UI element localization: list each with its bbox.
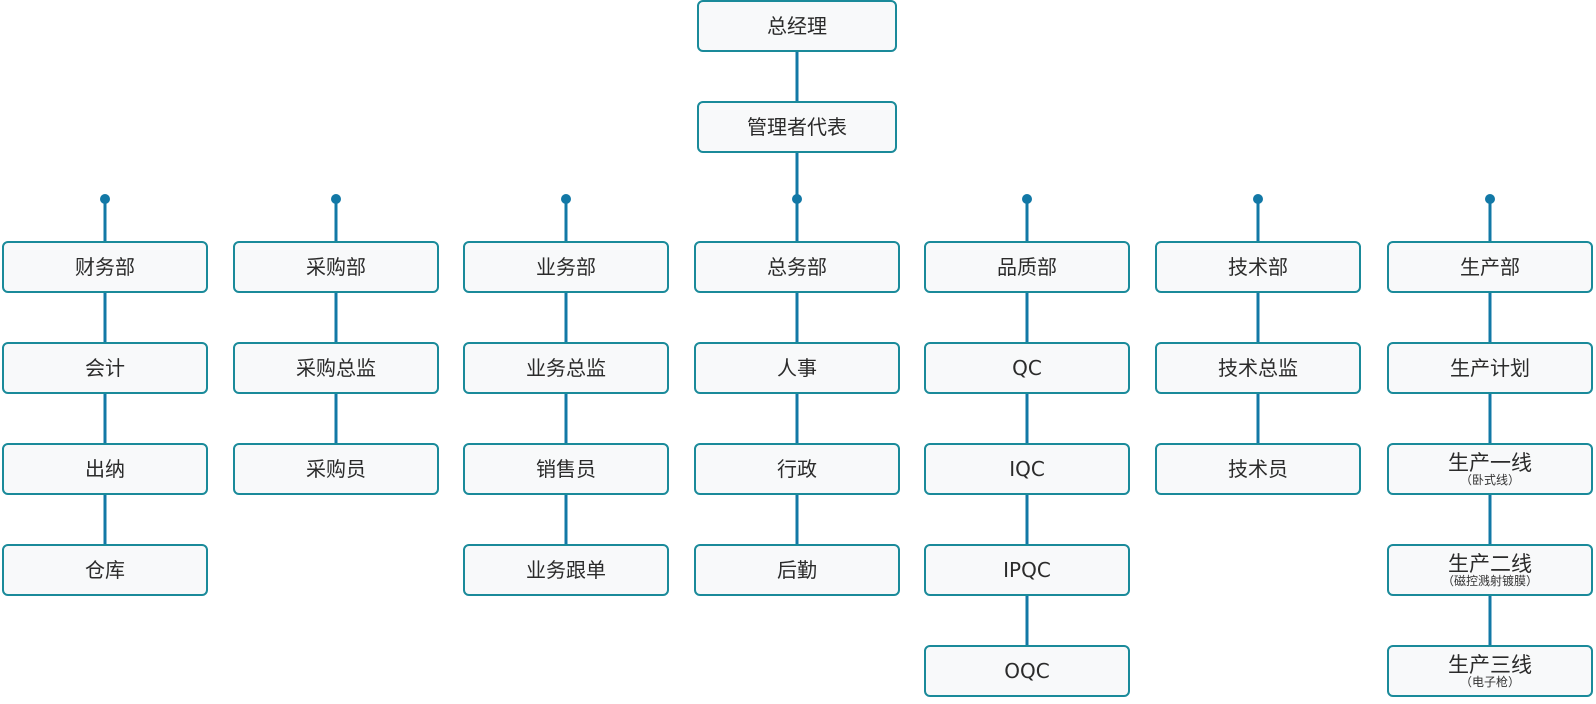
role-node-label: 业务总监: [526, 356, 606, 380]
role-node: 会计: [2, 342, 208, 394]
role-node: OQC: [924, 645, 1130, 697]
bus-junction-dot: [331, 194, 341, 204]
department-node-label: 技术部: [1228, 255, 1288, 279]
role-node-label: 技术总监: [1218, 356, 1298, 380]
role-node: 生产计划: [1387, 342, 1593, 394]
role-node: 出纳: [2, 443, 208, 495]
role-node: 人事: [694, 342, 900, 394]
department-node: 财务部: [2, 241, 208, 293]
bus-junction-dot: [1253, 194, 1263, 204]
role-node-label: OQC: [1004, 659, 1050, 683]
role-node: 生产三线（电子枪）: [1387, 645, 1593, 697]
role-node: 技术总监: [1155, 342, 1361, 394]
department-node-label: 生产部: [1460, 255, 1520, 279]
role-node-label: 销售员: [536, 457, 596, 481]
role-node: IPQC: [924, 544, 1130, 596]
department-node: 品质部: [924, 241, 1130, 293]
role-node: 销售员: [463, 443, 669, 495]
role-node-label: 后勤: [777, 558, 817, 582]
bus-junction-dot: [561, 194, 571, 204]
role-node-label: 出纳: [85, 457, 125, 481]
role-node-label: 业务跟单: [526, 558, 606, 582]
role-node: 后勤: [694, 544, 900, 596]
department-node-label: 总务部: [767, 255, 827, 279]
bus-junction-dot: [1022, 194, 1032, 204]
department-node: 业务部: [463, 241, 669, 293]
management-rep-node: 管理者代表: [697, 101, 897, 153]
role-node: 行政: [694, 443, 900, 495]
bus-junction-dot: [1485, 194, 1495, 204]
role-node-label: 采购员: [306, 457, 366, 481]
role-node: QC: [924, 342, 1130, 394]
department-node: 生产部: [1387, 241, 1593, 293]
role-node-label: 行政: [777, 457, 817, 481]
role-node: 技术员: [1155, 443, 1361, 495]
role-node-label: IPQC: [1003, 558, 1051, 582]
role-node-label: IQC: [1009, 457, 1045, 481]
bus-junction-dot: [100, 194, 110, 204]
role-node: 采购总监: [233, 342, 439, 394]
role-node: IQC: [924, 443, 1130, 495]
role-node-label: QC: [1012, 356, 1042, 380]
role-node-sublabel: （卧式线）: [1459, 472, 1520, 487]
department-node: 技术部: [1155, 241, 1361, 293]
role-node: 生产二线（磁控溅射镀膜）: [1387, 544, 1593, 596]
role-node-label: 仓库: [85, 558, 125, 582]
general-manager-node: 总经理: [697, 0, 897, 52]
role-node: 仓库: [2, 544, 208, 596]
role-node: 采购员: [233, 443, 439, 495]
role-node-label: 生产三线: [1448, 652, 1532, 677]
role-node-label: 人事: [777, 356, 817, 380]
role-node: 业务跟单: [463, 544, 669, 596]
department-node-label: 品质部: [997, 255, 1057, 279]
role-node-sublabel: （磁控溅射镀膜）: [1441, 573, 1538, 588]
role-node: 生产一线（卧式线）: [1387, 443, 1593, 495]
role-node-label: 会计: [85, 356, 125, 380]
role-node-label: 生产一线: [1448, 450, 1532, 475]
general-manager-node-label: 总经理: [767, 14, 827, 38]
role-node-sublabel: （电子枪）: [1459, 674, 1520, 689]
management-rep-node-label: 管理者代表: [747, 115, 847, 139]
department-node: 采购部: [233, 241, 439, 293]
role-node-label: 生产二线: [1448, 551, 1532, 576]
role-node: 业务总监: [463, 342, 669, 394]
role-node-label: 技术员: [1228, 457, 1288, 481]
role-node-label: 生产计划: [1450, 356, 1530, 380]
bus-junction-dot: [792, 194, 802, 204]
department-node-label: 采购部: [306, 255, 366, 279]
department-node-label: 财务部: [75, 255, 135, 279]
department-node: 总务部: [694, 241, 900, 293]
department-node-label: 业务部: [536, 255, 596, 279]
role-node-label: 采购总监: [296, 356, 376, 380]
